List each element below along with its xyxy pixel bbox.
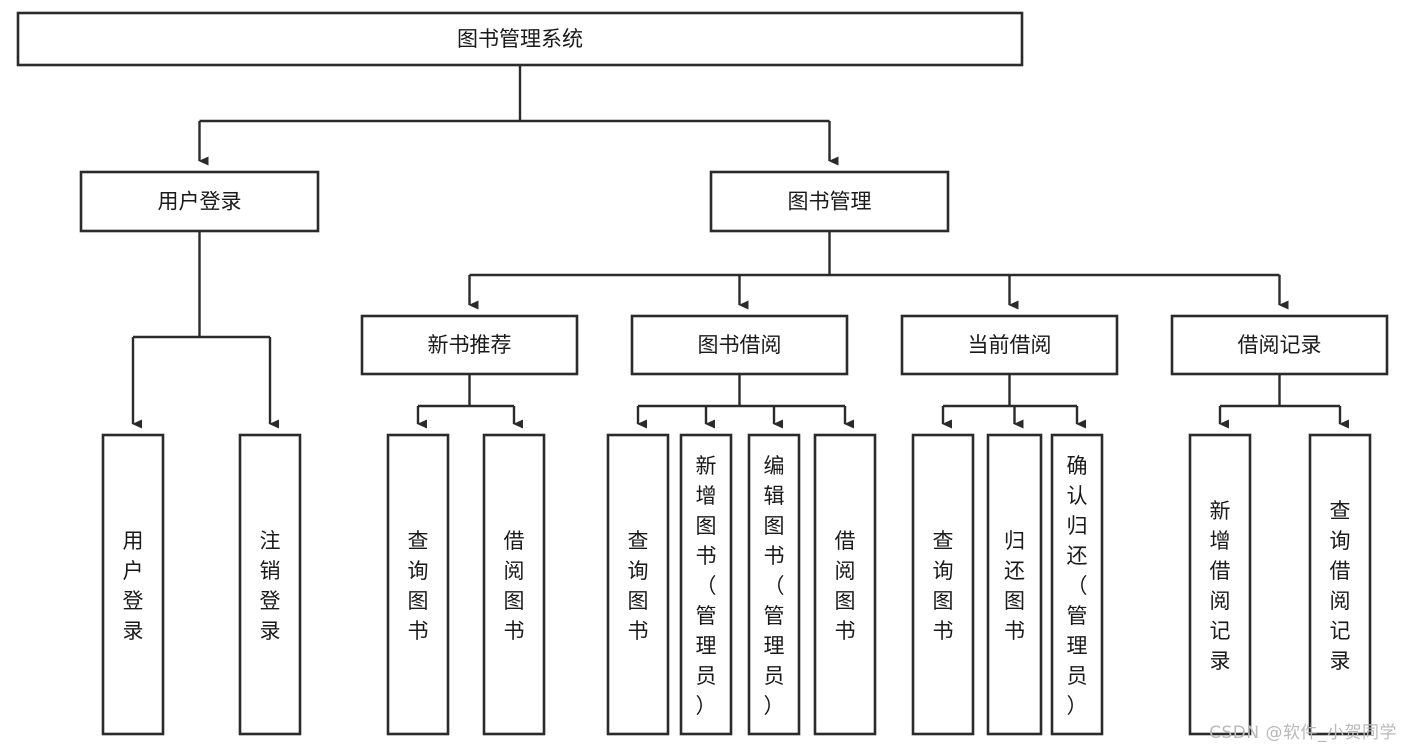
node-leaf-rec-query[interactable]: 查询借阅记录 bbox=[1308, 433, 1372, 736]
node-box bbox=[101, 433, 165, 736]
node-leaf-br-query[interactable]: 查询图书 bbox=[606, 433, 670, 736]
node-label: 新增图书（管理员） bbox=[696, 454, 717, 718]
node-leaf-new-borrow[interactable]: 借阅图书 bbox=[482, 433, 546, 736]
node-box bbox=[1188, 433, 1252, 736]
node-label: 当前借阅 bbox=[968, 333, 1052, 357]
node-layer: 图书管理系统用户登录图书管理新书推荐图书借阅当前借阅借阅记录用户登录注销登录查询… bbox=[16, 11, 1389, 736]
node-leaf-user-logout[interactable]: 注销登录 bbox=[238, 433, 302, 736]
node-label: 新增借阅记录 bbox=[1210, 499, 1231, 673]
node-leaf-br-edit[interactable]: 编辑图书（管理员） bbox=[747, 433, 801, 736]
node-box bbox=[900, 314, 1119, 376]
node-l3-record[interactable]: 借阅记录 bbox=[1170, 314, 1389, 376]
node-leaf-br-add[interactable]: 新增图书（管理员） bbox=[679, 433, 733, 736]
node-leaf-user-login[interactable]: 用户登录 bbox=[101, 433, 165, 736]
node-leaf-br-borrow[interactable]: 借阅图书 bbox=[813, 433, 877, 736]
node-label: 新书推荐 bbox=[428, 333, 512, 357]
node-label: 注销登录 bbox=[260, 529, 281, 643]
node-l3-new[interactable]: 新书推荐 bbox=[360, 314, 579, 376]
node-box bbox=[16, 11, 1024, 67]
node-box bbox=[360, 314, 579, 376]
node-l2-book[interactable]: 图书管理 bbox=[709, 170, 950, 233]
node-box bbox=[1308, 433, 1372, 736]
node-leaf-new-query[interactable]: 查询图书 bbox=[386, 433, 450, 736]
node-label: 图书管理 bbox=[788, 190, 872, 214]
node-box bbox=[986, 433, 1043, 736]
node-box bbox=[911, 433, 975, 736]
node-box bbox=[482, 433, 546, 736]
node-box bbox=[606, 433, 670, 736]
node-box bbox=[813, 433, 877, 736]
node-label: 用户登录 bbox=[158, 190, 242, 214]
node-box bbox=[679, 433, 733, 736]
node-label: 归还图书 bbox=[1004, 529, 1025, 643]
node-label: 查询借阅记录 bbox=[1330, 499, 1351, 673]
node-label: 借阅图书 bbox=[504, 529, 525, 643]
node-leaf-rec-add[interactable]: 新增借阅记录 bbox=[1188, 433, 1252, 736]
node-label: 确认归还（管理员） bbox=[1067, 454, 1088, 718]
node-label: 查询图书 bbox=[408, 529, 429, 643]
node-box bbox=[386, 433, 450, 736]
node-box bbox=[79, 170, 320, 233]
node-label: 用户登录 bbox=[123, 529, 144, 643]
node-leaf-cur-return[interactable]: 归还图书 bbox=[986, 433, 1043, 736]
node-label: 借阅记录 bbox=[1238, 333, 1322, 357]
node-label: 图书管理系统 bbox=[457, 27, 583, 51]
node-box bbox=[238, 433, 302, 736]
node-box bbox=[1050, 433, 1104, 736]
node-label: 编辑图书（管理员） bbox=[764, 454, 785, 718]
node-box bbox=[630, 314, 849, 376]
node-l2-user[interactable]: 用户登录 bbox=[79, 170, 320, 233]
node-label: 查询图书 bbox=[933, 529, 954, 643]
node-label: 查询图书 bbox=[628, 529, 649, 643]
node-root[interactable]: 图书管理系统 bbox=[16, 11, 1024, 67]
node-leaf-cur-confirm[interactable]: 确认归还（管理员） bbox=[1050, 433, 1104, 736]
node-l3-borrow[interactable]: 图书借阅 bbox=[630, 314, 849, 376]
node-label: 借阅图书 bbox=[835, 529, 856, 643]
node-box bbox=[709, 170, 950, 233]
node-leaf-cur-query[interactable]: 查询图书 bbox=[911, 433, 975, 736]
node-box bbox=[747, 433, 801, 736]
node-l3-current[interactable]: 当前借阅 bbox=[900, 314, 1119, 376]
node-box bbox=[1170, 314, 1389, 376]
node-label: 图书借阅 bbox=[698, 333, 782, 357]
connector-layer bbox=[131, 65, 1349, 429]
